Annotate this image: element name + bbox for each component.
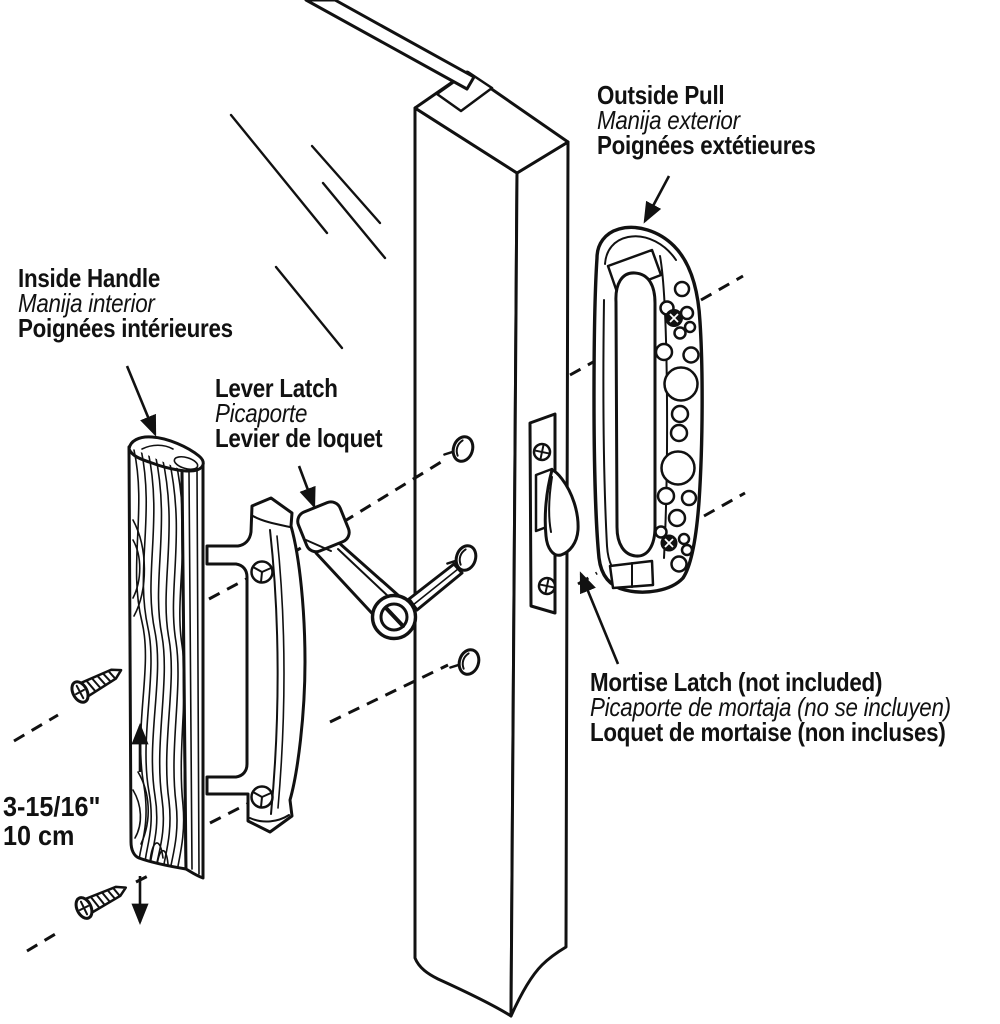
inside-handle-en: Inside Handle [18,263,161,293]
dimension-label: 3-15/16" 10 cm [3,792,100,851]
label-lever-latch: Lever Latch Picaporte Levier de loquet [215,373,383,453]
stile-screw-caps [443,435,481,676]
lever-latch-en: Lever Latch [215,373,338,403]
outside-pull-es: Manija exterior [597,104,740,135]
handle-screw-boss-top [250,560,274,584]
label-inside-handle: Inside Handle Manija interior Poignées i… [18,263,233,343]
wood-grain [132,448,186,869]
inside-handle-arrow [125,365,157,437]
lever-latch-arrow [297,465,316,509]
label-mortise-latch: Mortise Latch (not included) Picaporte d… [590,667,951,747]
outside-pull-arrow [643,175,671,224]
mounting-screw-top [70,668,123,704]
mortise-latch [528,412,580,615]
inside-handle-grip [205,496,307,834]
lever-latch-es: Picaporte [215,397,308,428]
mortise-latch-en: Mortise Latch (not included) [590,667,883,697]
label-outside-pull: Outside Pull Manija exterior Poignées ex… [597,80,816,160]
lever-latch [296,500,464,641]
lever-latch-fr: Levier de loquet [215,422,383,453]
inside-handle-fr: Poignées intérieures [18,312,233,343]
pull-mounting-holes [654,280,700,573]
wood-block [127,435,205,880]
dimension-imperial: 3-15/16" [3,791,101,822]
outside-pull [592,225,704,594]
handle-screw-boss-bottom [250,785,274,809]
mortise-screw-top [532,442,552,462]
mortise-hook [543,468,580,557]
mortise-latch-arrow [579,571,620,665]
mortise-latch-es: Picaporte de mortaja (no se incluyen) [590,691,951,722]
inside-handle-es: Manija interior [18,287,155,318]
mounting-screw-bottom [74,885,128,920]
outside-pull-fr: Poignées extétieures [597,129,816,160]
mortise-screw-bottom [537,576,557,596]
outside-pull-en: Outside Pull [597,80,725,110]
label-arrows [125,175,671,665]
dimension-metric: 10 cm [3,820,75,852]
glass-reflections [229,113,387,350]
mortise-latch-fr: Loquet de mortaise (non incluses) [590,716,946,747]
glass-panel-edge [304,0,476,91]
lever-thumb-pad [296,500,351,554]
pull-grip-recess [614,271,657,558]
